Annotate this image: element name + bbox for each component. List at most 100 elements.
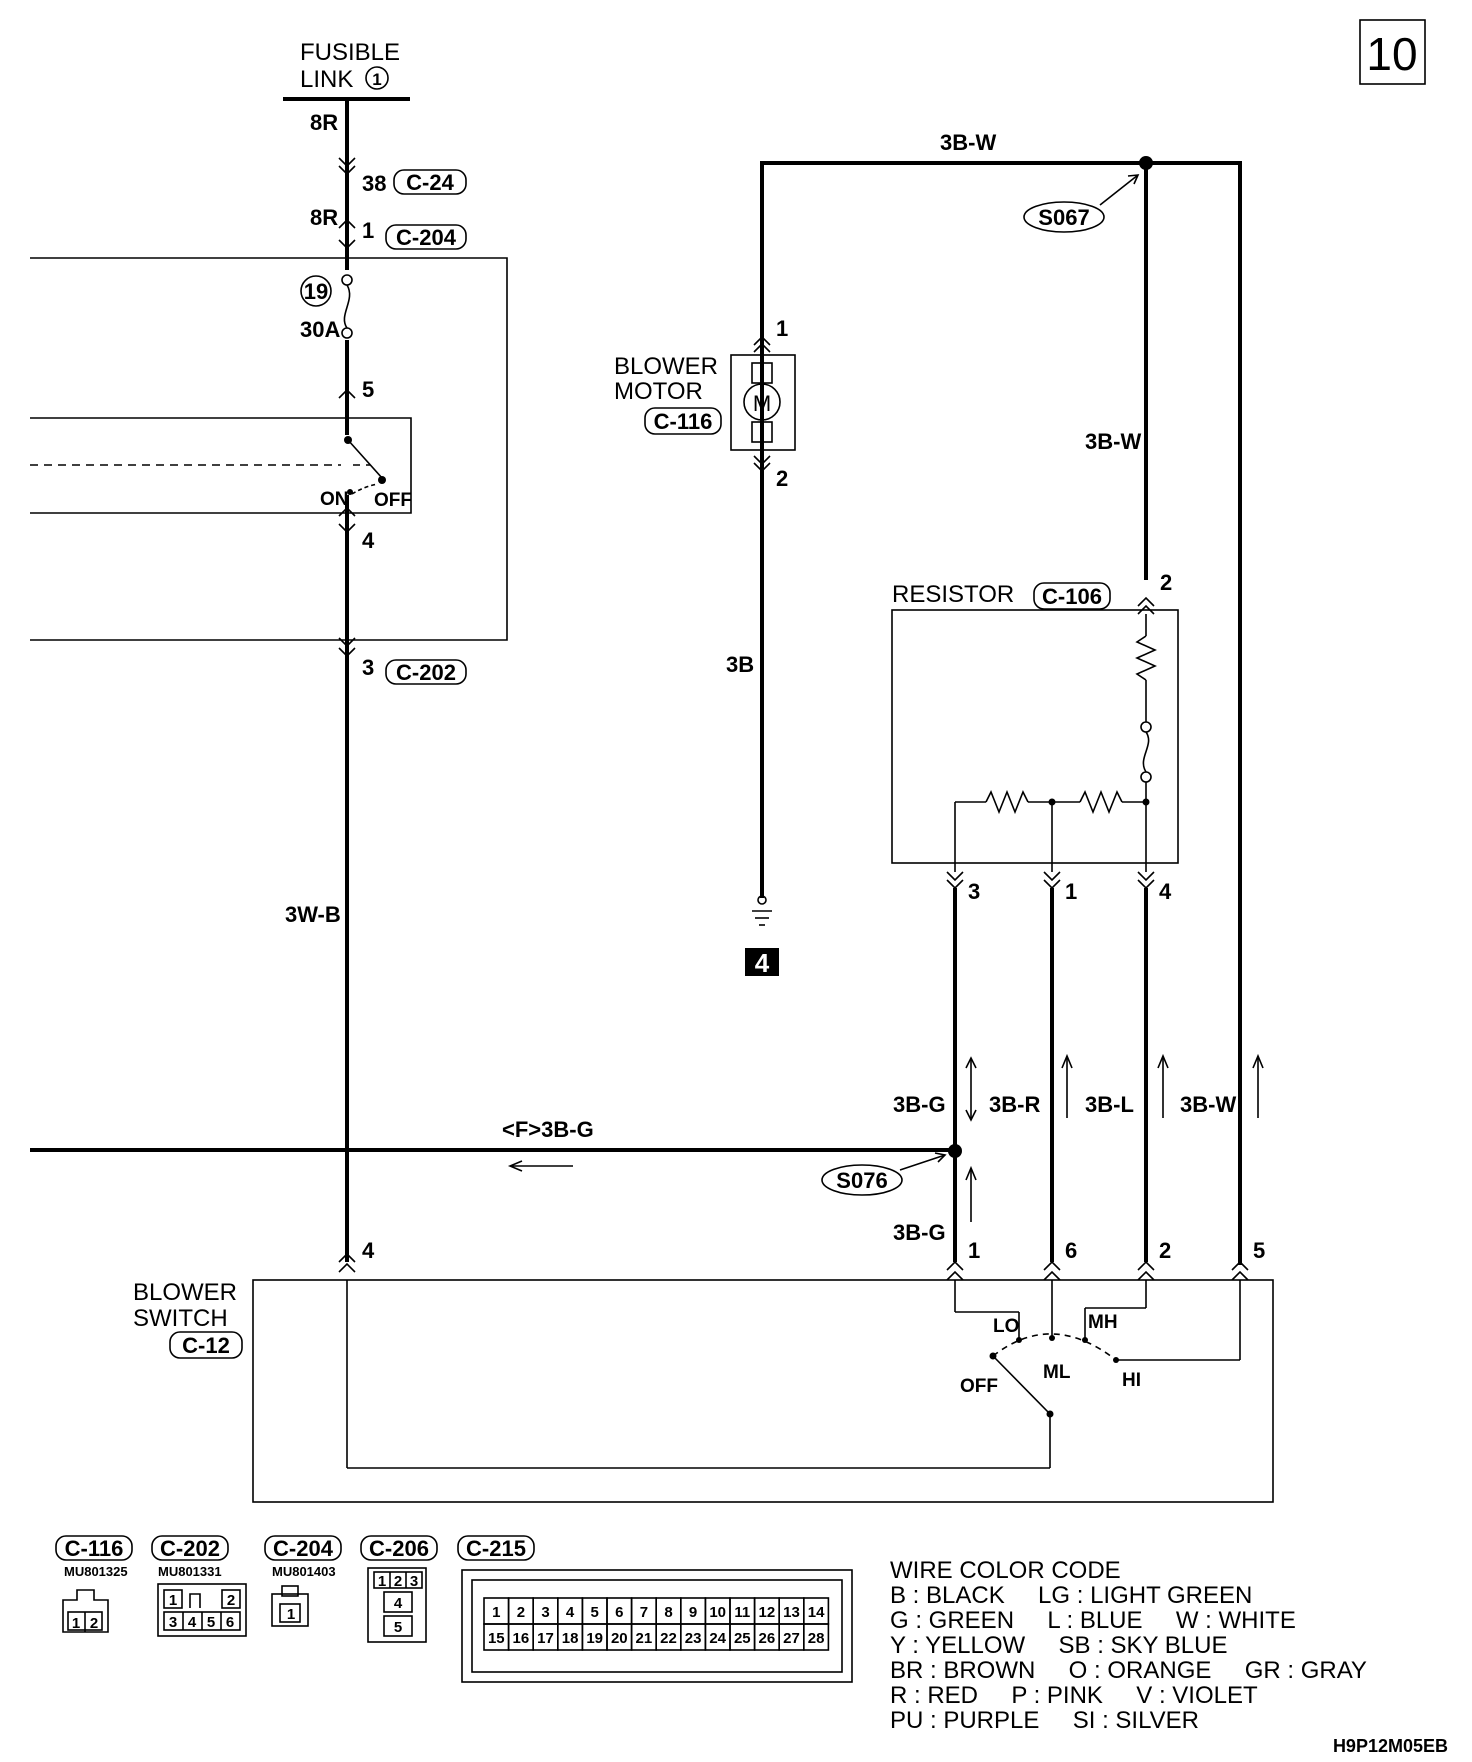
cv-c202-id: C-202 (160, 1536, 220, 1561)
pin-6-switch: 6 (1065, 1238, 1077, 1263)
pin-4-top: 4 (362, 528, 375, 553)
wire-label-8r-top: 8R (310, 110, 338, 135)
fuse: 19 30A (300, 270, 354, 342)
pin-5-switch: 5 (1253, 1238, 1265, 1263)
pin-5: 5 (362, 377, 374, 402)
cv-c116-pin-2: 2 (90, 1615, 98, 1632)
cv-c215-pin: 12 (759, 1604, 776, 1621)
connector-view-c116: C-116 MU801325 1 2 (55, 1535, 133, 1633)
blower-motor-label-2: MOTOR (614, 378, 703, 405)
cv-c116-id: C-116 (65, 1536, 124, 1561)
fusible-link-label-1: FUSIBLE (300, 39, 400, 66)
cv-c215-pin: 17 (537, 1630, 554, 1647)
pin-1-motor: 1 (776, 316, 788, 341)
cv-c215-pin: 1 (492, 1604, 500, 1621)
blower-switch-label-2: SWITCH (133, 1305, 228, 1332)
wire-color-code-line-1: B : BLACK LG : LIGHT GREEN (890, 1582, 1252, 1609)
cv-c215-pin: 3 (541, 1604, 549, 1621)
connector-c12: C-12 (182, 1333, 230, 1358)
ignition-switch-box (30, 417, 412, 514)
cv-c215-pin: 22 (660, 1630, 677, 1647)
connector-c202: C-202 (396, 660, 456, 685)
ground-number: 4 (755, 948, 770, 978)
wire-label-3b-w-b: 3B-W (1180, 1092, 1236, 1117)
pin-4-switch: 4 (362, 1238, 375, 1263)
wire-color-code-line-2: G : GREEN L : BLUE W : WHITE (890, 1607, 1296, 1634)
cv-c215-pin: 11 (734, 1604, 750, 1621)
cv-c215-pin: 25 (734, 1630, 751, 1647)
wire-color-code-title: WIRE COLOR CODE (890, 1557, 1121, 1584)
cv-c202-pin-5: 5 (207, 1614, 215, 1631)
connector-c204: C-204 (396, 225, 457, 250)
wire-label-3b-w-right: 3B-W (1085, 429, 1141, 454)
cv-c215-pin: 20 (611, 1630, 628, 1647)
wire-label-3b-g-b: 3B-G (893, 1220, 946, 1245)
cv-c202-pin-6: 6 (226, 1614, 234, 1631)
figure-code: H9P12M05EB (1333, 1736, 1448, 1756)
fusible-link: FUSIBLE LINK 1 (283, 39, 410, 101)
motor-symbol: M (753, 391, 771, 416)
resistor-label: RESISTOR (892, 581, 1014, 608)
cv-c215-pin: 19 (586, 1630, 603, 1647)
pin-1-resistor: 1 (1065, 879, 1077, 904)
pin-1-switch: 1 (968, 1238, 980, 1263)
cv-c204-id: C-204 (273, 1536, 334, 1561)
cv-c215-pin: 16 (513, 1630, 530, 1647)
pin-4-resistor: 4 (1159, 879, 1172, 904)
blower-switch: BLOWER SWITCH C-12 4 1 6 2 5 (133, 1238, 1274, 1503)
cv-c215-pin: 14 (808, 1604, 825, 1621)
blower-switch-label-1: BLOWER (133, 1279, 237, 1306)
cv-c215-pin: 24 (709, 1630, 726, 1647)
wire-label-3b-g-a: 3B-G (893, 1092, 946, 1117)
splice-s076-label: S076 (836, 1168, 887, 1193)
wire-label-3b-l: 3B-L (1085, 1092, 1134, 1117)
cv-c202-pin-4: 4 (188, 1614, 197, 1631)
switch-on-label: ON (320, 489, 349, 510)
fuse-rating: 30A (300, 317, 340, 342)
cv-c215-pin: 2 (517, 1604, 525, 1621)
switch-off-label: OFF (374, 490, 412, 511)
cv-c116-part: MU801325 (64, 1564, 128, 1579)
pin-38: 38 (362, 171, 386, 196)
switch-pos-hi: HI (1122, 1370, 1141, 1391)
switch-pos-ml: ML (1043, 1362, 1071, 1383)
wire-label-8r-mid: 8R (310, 205, 338, 230)
cv-c204-part: MU801403 (272, 1564, 336, 1579)
connector-c24: C-24 (406, 170, 454, 195)
pin-3-resistor: 3 (968, 879, 980, 904)
cv-c215-pin: 4 (566, 1604, 575, 1621)
cv-c215-pin: 27 (783, 1630, 800, 1647)
cv-c206-pin-5: 5 (394, 1619, 402, 1636)
cv-c116-pin-1: 1 (72, 1615, 80, 1632)
splice-s076: <F>3B-G S076 3B-G (30, 1117, 962, 1245)
cv-c204-pin-1: 1 (287, 1606, 295, 1623)
pin-2-motor: 2 (776, 466, 788, 491)
connector-views: C-116 MU801325 1 2 C-202 MU801331 1 2 3 … (55, 1535, 853, 1683)
cv-c202-pin-3: 3 (169, 1614, 177, 1631)
cv-c206-pin-3: 3 (410, 1573, 418, 1590)
cv-c202-part: MU801331 (158, 1564, 222, 1579)
wire-color-code-line-6: PU : PURPLE SI : SILVER (890, 1707, 1199, 1734)
wire-color-code-line-5: R : RED P : PINK V : VIOLET (890, 1682, 1258, 1709)
cv-c215-pin: 7 (640, 1604, 648, 1621)
wire-label-f-3b-g: <F>3B-G (502, 1117, 594, 1142)
pin-3-c202: 3 (362, 655, 374, 680)
wire-8r: 8R 8R 3W-B (285, 99, 349, 1262)
connector-c106: C-106 (1042, 584, 1102, 609)
cv-c215-pin: 26 (759, 1630, 776, 1647)
page-number: 10 (1366, 28, 1417, 80)
fusible-link-label-2: LINK (300, 66, 353, 93)
cv-c215-pin: 18 (562, 1630, 579, 1647)
wire-color-code-line-3: Y : YELLOW SB : SKY BLUE (890, 1632, 1228, 1659)
ignition-switch-contacts: ON OFF (320, 435, 412, 511)
cv-c206-pin-4: 4 (394, 1595, 403, 1612)
pin-2-resistor: 2 (1160, 570, 1172, 595)
wire-label-3b-w-top: 3B-W (940, 130, 996, 155)
connector-view-c206: C-206 1 2 3 4 5 (360, 1535, 438, 1643)
cv-c215-pin: 9 (689, 1604, 697, 1621)
wire-label-3b-r: 3B-R (989, 1092, 1040, 1117)
connector-view-c204: C-204 MU801403 1 (264, 1535, 342, 1627)
cv-c215-pin: 15 (488, 1630, 505, 1647)
